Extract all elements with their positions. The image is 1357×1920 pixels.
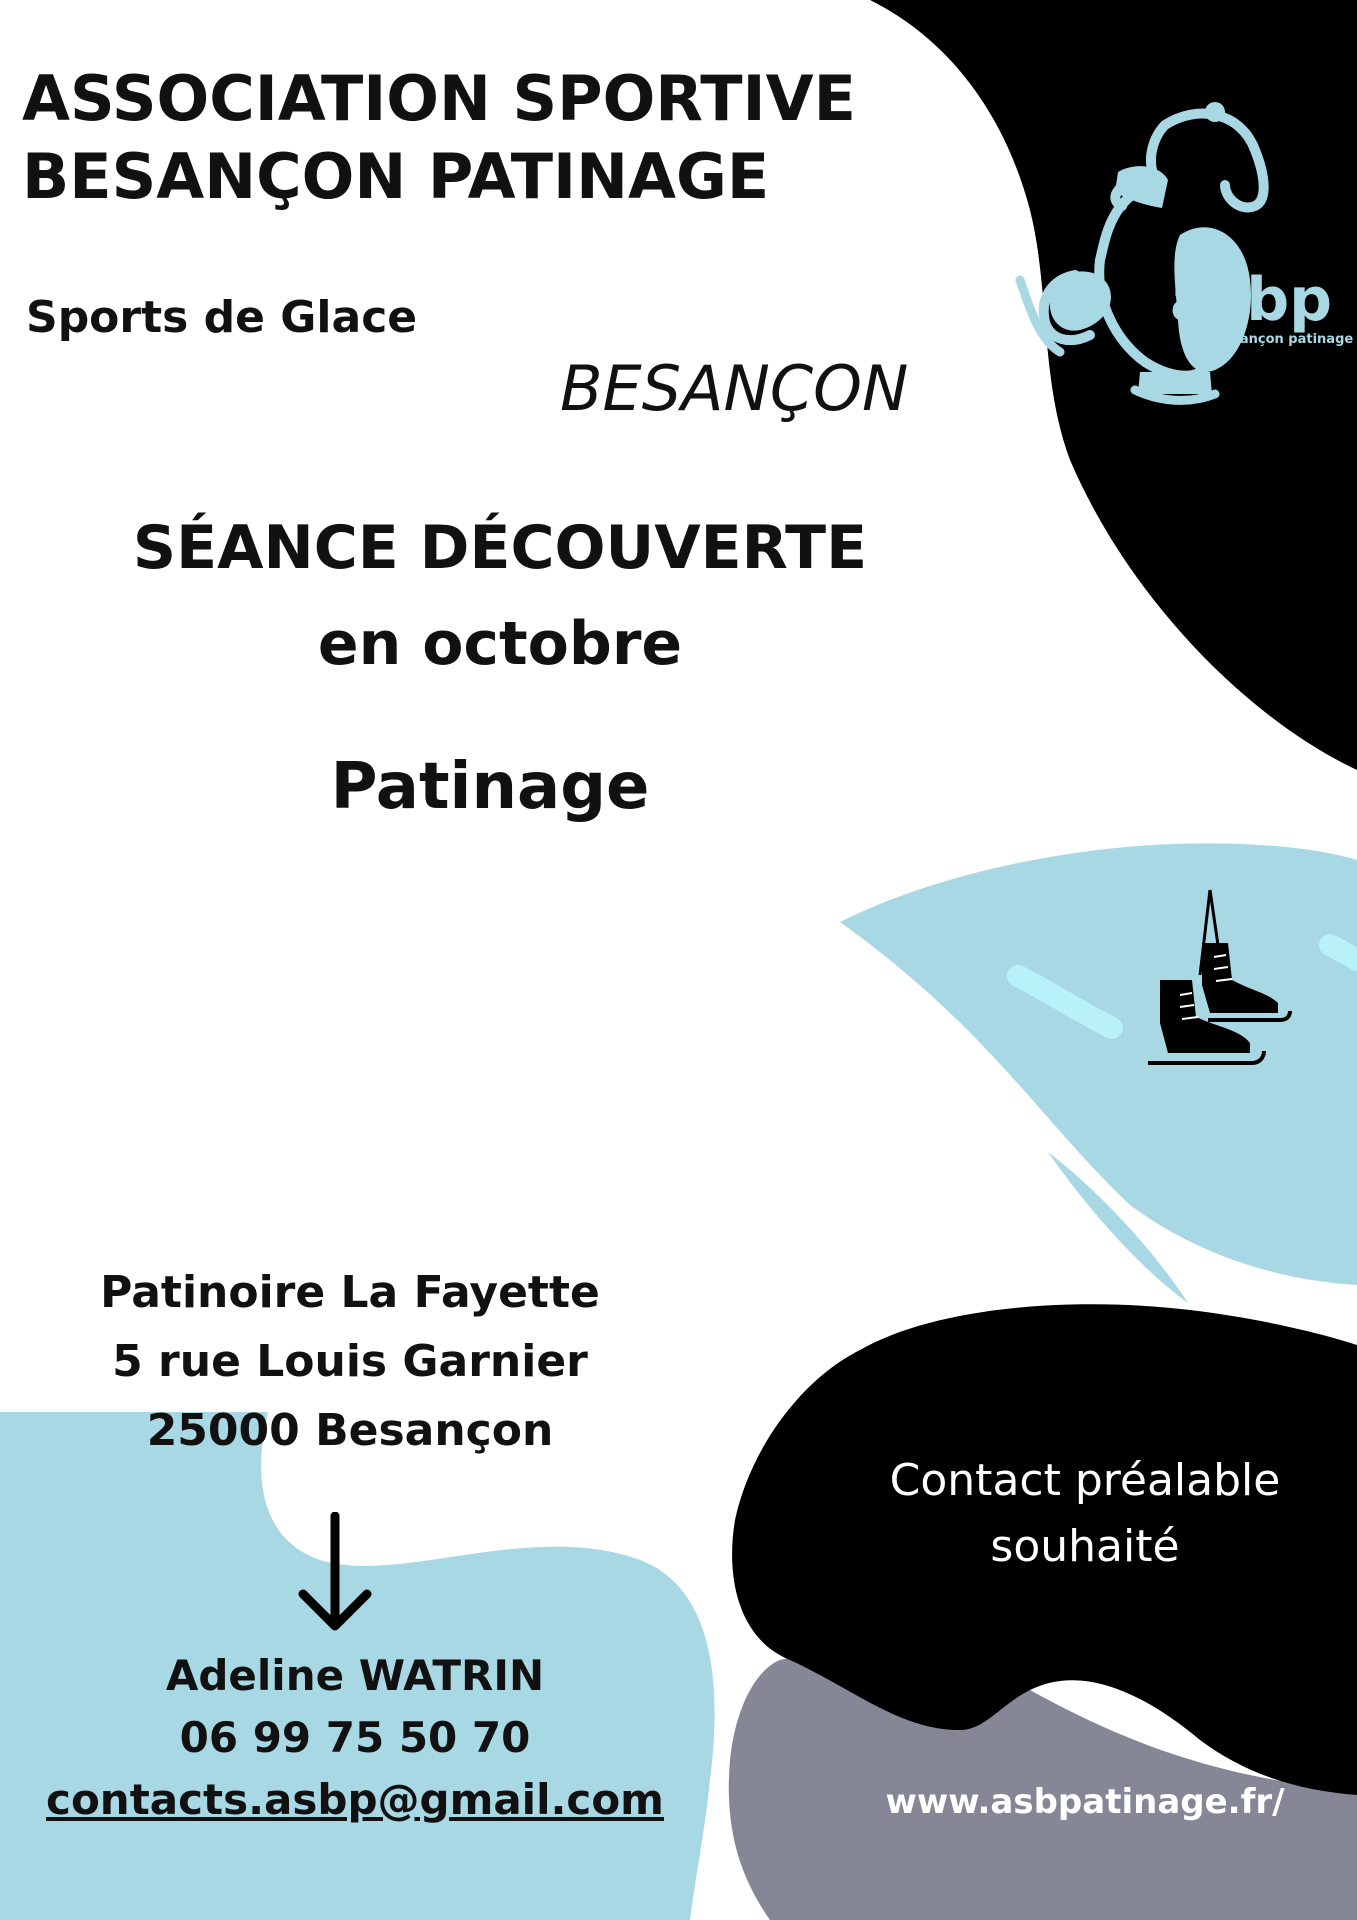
subtitle: Sports de Glace	[26, 292, 418, 343]
bottom-left-blue-blob	[0, 1412, 715, 1920]
logo-text-sub: besançon patinage	[1214, 332, 1354, 347]
contact-note-line-1: Contact préalable	[889, 1455, 1281, 1506]
event-line-1: SÉANCE DÉCOUVERTE	[132, 513, 868, 583]
contact-email-link[interactable]: contacts.asbp@gmail.com	[46, 1775, 664, 1824]
skate-front	[1160, 980, 1250, 1053]
skate-back	[1202, 943, 1278, 1013]
title-line-2: BESANÇON PATINAGE	[22, 140, 770, 213]
bottom-right-grey-blob	[728, 1650, 1357, 1920]
ice-highlight-1	[1007, 965, 1123, 1039]
discipline: Patinage	[330, 750, 650, 824]
contact-note-line-2: souhaité	[990, 1521, 1180, 1572]
ice-skates-icon	[1148, 889, 1292, 1065]
arrow-down-icon	[298, 1512, 372, 1631]
skate-back-blade	[1208, 1010, 1292, 1022]
title-line-1: ASSOCIATION SPORTIVE	[22, 62, 856, 135]
contact-name: Adeline WATRIN	[165, 1651, 545, 1700]
address-block: Patinoire La Fayette 5 rue Louis Garnier…	[60, 1258, 640, 1465]
contact-phone[interactable]: 06 99 75 50 70	[179, 1713, 531, 1762]
logo-text-main: asbp	[1170, 265, 1333, 335]
skate-lace-string	[1198, 889, 1220, 976]
bear-belly	[1174, 227, 1251, 372]
blue-sliver	[1048, 1152, 1188, 1303]
city-name: BESANÇON	[560, 352, 909, 425]
event-line-2: en octobre	[317, 609, 683, 679]
bear-foot	[1049, 271, 1111, 331]
venue: Patinoire La Fayette	[100, 1267, 600, 1318]
bottom-right-black-blob	[732, 1304, 1357, 1795]
association-title: ASSOCIATION SPORTIVE BESANÇON PATINAGE	[22, 60, 856, 216]
contact-block: Adeline WATRIN 06 99 75 50 70 contacts.a…	[40, 1645, 670, 1831]
event-heading: SÉANCE DÉCOUVERTE en octobre	[0, 500, 1000, 692]
contact-note: Contact préalable souhaité	[850, 1448, 1320, 1580]
skate-front-laces	[1179, 992, 1199, 1020]
bear-scarf	[1115, 166, 1168, 208]
skate-back-laces	[1213, 954, 1233, 982]
top-right-black-blob	[870, 0, 1357, 770]
bear-boot	[1138, 372, 1212, 394]
skate-front-blade	[1148, 1050, 1266, 1065]
postal-city: 25000 Besançon	[146, 1405, 554, 1456]
website-link[interactable]: www.asbpatinage.fr/	[885, 1782, 1285, 1822]
street: 5 rue Louis Garnier	[112, 1336, 588, 1387]
bear-ear	[1205, 102, 1225, 122]
arrow-head	[298, 1589, 372, 1631]
ice-highlight-2	[1319, 934, 1357, 971]
